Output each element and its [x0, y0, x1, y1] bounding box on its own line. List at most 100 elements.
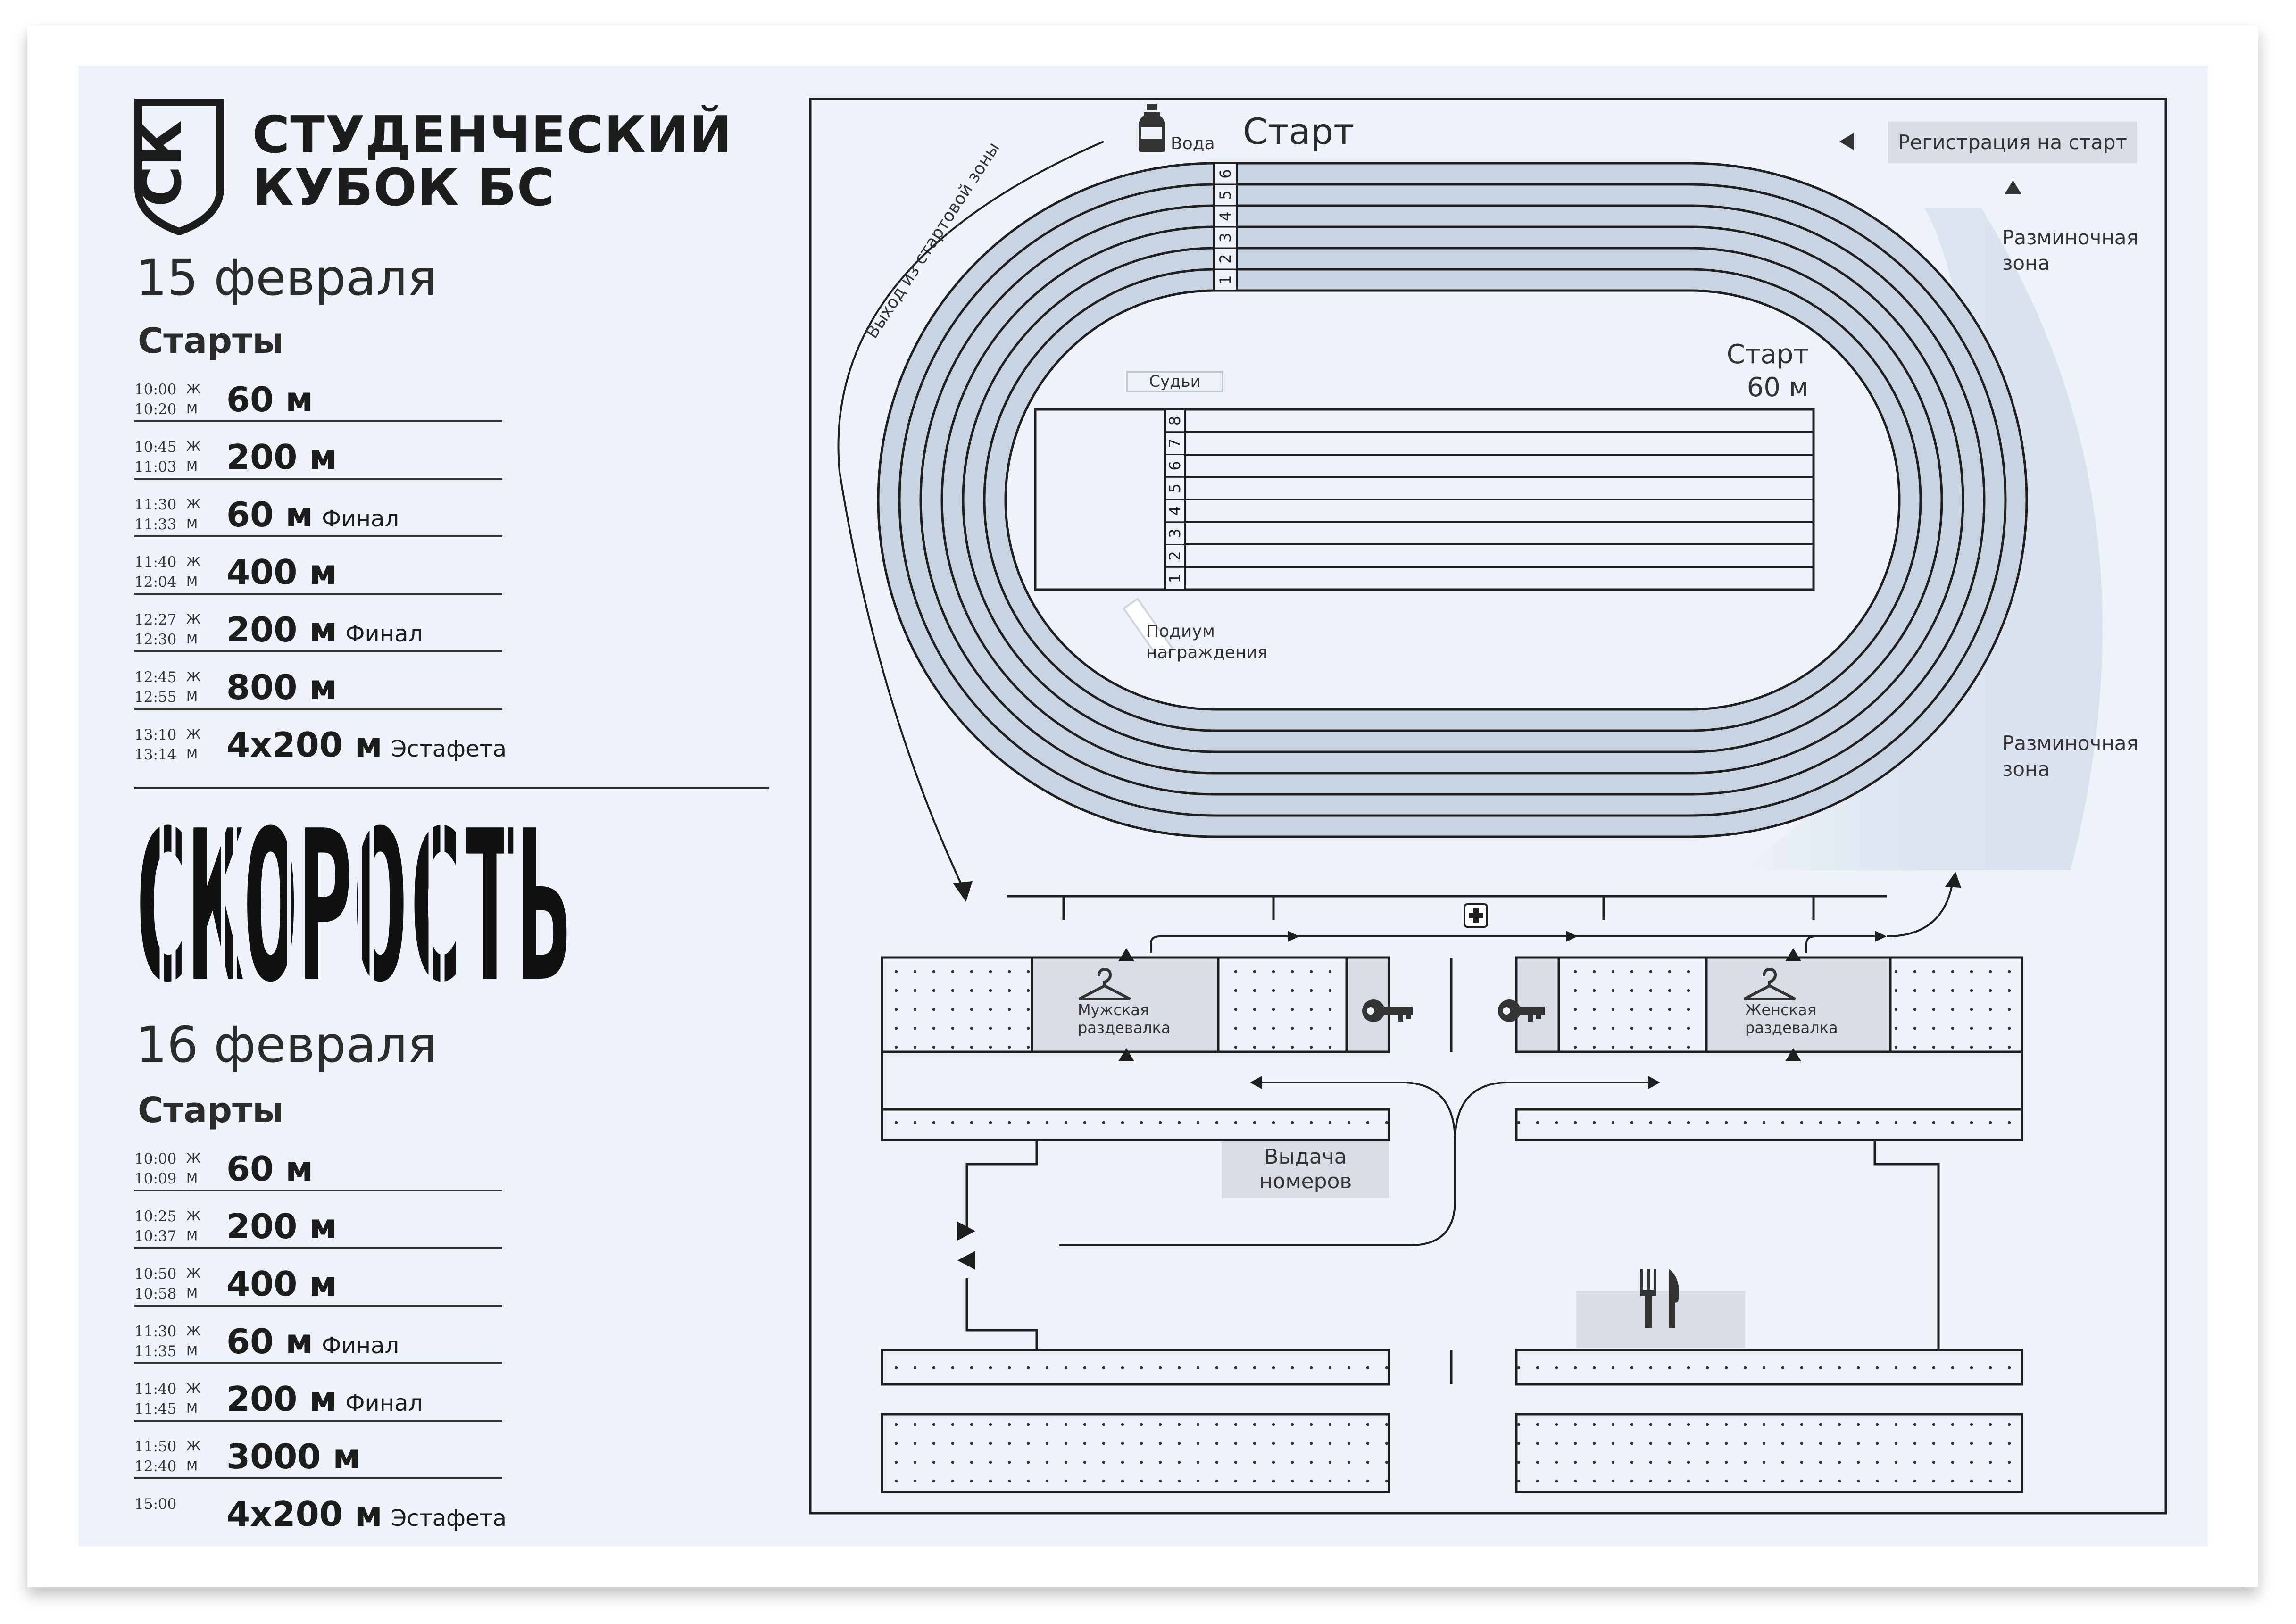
start-time: 10:45 [134, 439, 177, 456]
stands-block [1515, 1413, 2023, 1493]
start-time: 12:45 [134, 669, 177, 686]
row-divider [134, 1420, 502, 1422]
bench-row [1515, 1349, 2023, 1386]
bench-row [881, 1108, 1390, 1141]
day1-starts-heading: Старты [138, 321, 284, 361]
schedule-row: 15:00 4х200 м Эстафета [134, 1481, 507, 1539]
stands-block [881, 1413, 1390, 1493]
gender-label: М [186, 1400, 198, 1416]
water-bottle-icon [1139, 104, 1165, 152]
oval-track [877, 162, 2028, 838]
arrow-right-icon [957, 1222, 975, 1241]
gender-label: Ж [186, 611, 201, 627]
lane-number: 5 [1216, 190, 1234, 200]
start-time: 10:00 [134, 381, 177, 398]
gender-label: Ж [186, 439, 201, 454]
gender-label: Ж [186, 1323, 201, 1339]
bench-row [881, 1349, 1390, 1386]
start-time: 10:09 [134, 1170, 177, 1187]
warmup-zone [1740, 208, 2103, 870]
start-60m-line2: 60 м [1747, 372, 1809, 403]
podium-line2: награждения [1146, 643, 1267, 662]
start-time: 15:00 [134, 1496, 177, 1513]
gender-label: М [186, 1170, 198, 1186]
row-divider [134, 1247, 502, 1249]
flow-split [1059, 1082, 1651, 1246]
lane-number: 1 [1216, 275, 1234, 284]
hanger-icon [1743, 967, 1796, 1000]
event-distance: 4х200 м [226, 725, 383, 765]
hanger-icon [1078, 967, 1131, 1000]
start-time: 10:50 [134, 1266, 177, 1283]
arrow-left-icon [1839, 133, 1854, 150]
bib-issue-line2: номеров [1259, 1169, 1352, 1193]
event-title: 60 м [226, 1152, 313, 1186]
gender-label: М [186, 574, 198, 589]
start-time: 12:04 [134, 574, 177, 591]
start-time: 10:25 [134, 1208, 177, 1225]
event-distance: 400 м [226, 552, 337, 592]
start-time: 11:30 [134, 496, 177, 513]
start-time: 13:14 [134, 746, 177, 763]
event-note: Финал [322, 506, 399, 532]
start-time: 11:40 [134, 554, 177, 571]
event-title: 400 м [226, 1267, 337, 1301]
day2-starts-heading: Старты [138, 1090, 284, 1131]
lane-number: 7 [1166, 438, 1184, 448]
lane-number: 6 [1166, 461, 1184, 470]
building-walls [1007, 895, 1887, 920]
row-divider [134, 1362, 502, 1364]
gender-label: М [186, 631, 198, 647]
warmup-bottom-line2: зона [2002, 758, 2050, 781]
start-time: 10:20 [134, 401, 177, 418]
event-distance: 400 м [226, 1264, 337, 1304]
gender-label: М [186, 1285, 198, 1301]
event-note: Финал [345, 1390, 423, 1416]
start-time: 11:40 [134, 1381, 177, 1398]
start-time: 12:55 [134, 689, 177, 706]
gender-label: Ж [186, 669, 201, 684]
gender-label: Ж [186, 1150, 201, 1166]
straight-lane-lines [1165, 431, 1814, 568]
row-divider [134, 1305, 502, 1307]
womens-locker-line1: Женская [1745, 1001, 1816, 1019]
event-title: 200 м [226, 440, 337, 474]
cafe-area [1576, 1291, 1745, 1348]
lane-number: 3 [1166, 528, 1184, 538]
section-divider [134, 787, 769, 789]
logo-letters: СК [134, 120, 194, 207]
event-note: Финал [345, 621, 423, 647]
gender-label: Ж [186, 554, 201, 569]
bib-issue-line1: Выдача [1264, 1145, 1347, 1169]
lane-number: 4 [1216, 211, 1234, 221]
seating-area [883, 959, 1032, 1050]
womens-locker-room [1705, 956, 1892, 1053]
lane-number: 3 [1216, 233, 1234, 242]
logo-shield-icon: СК [134, 99, 224, 235]
arrow-up-icon [2005, 180, 2021, 194]
arrow-up-icon [1118, 948, 1134, 961]
lane-number: 2 [1216, 254, 1234, 263]
warmup-top-line2: зона [2002, 251, 2050, 275]
arrow-left-icon [957, 1251, 975, 1270]
row-divider [134, 708, 502, 710]
day2-date: 16 февраля [136, 1016, 437, 1074]
seating-area [1890, 959, 2021, 1050]
exit-arrow-icon [953, 881, 973, 902]
event-note: Эстафета [391, 1505, 507, 1532]
event-distance: 4х200 м [226, 1494, 383, 1534]
row-divider [134, 1477, 502, 1479]
warmup-bottom-line1: Разминочная [2002, 732, 2138, 755]
gender-label: Ж [186, 496, 201, 512]
arrow-up-icon [1785, 1048, 1801, 1061]
first-aid-icon [1464, 903, 1488, 928]
